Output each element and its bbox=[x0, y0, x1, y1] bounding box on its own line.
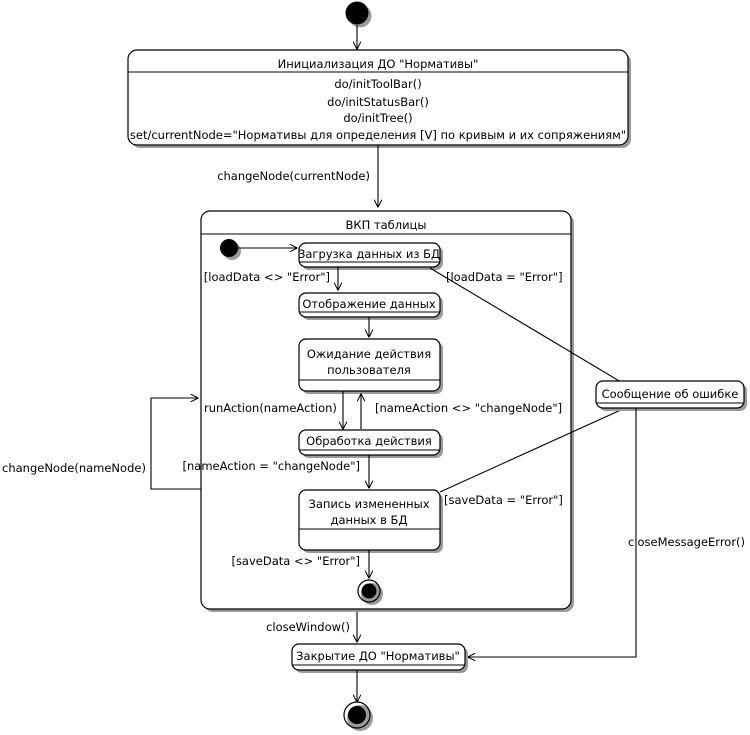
state-save-data-line1: Запись измененных bbox=[308, 497, 429, 511]
state-init-app-action-1: do/initStatusBar() bbox=[327, 95, 429, 109]
state-init-app-action-3: set/currentNode="Нормативы для определен… bbox=[130, 128, 626, 142]
state-error-message-title: Сообщение об ошибке bbox=[602, 387, 739, 401]
edge-save-to-error bbox=[439, 404, 634, 493]
edge-load-to-error bbox=[429, 267, 636, 391]
label-load-error: [loadData = "Error"] bbox=[446, 270, 563, 284]
state-close-app[interactable]: Закрытие ДО "Нормативы" bbox=[291, 643, 468, 673]
final-bottom-pseudostate bbox=[343, 701, 373, 731]
state-process-action-title: Обработка действия bbox=[306, 434, 432, 448]
label-name-action-other: [nameAction <> "changeNode"] bbox=[375, 401, 562, 415]
start-composite-pseudostate bbox=[220, 239, 241, 260]
edge-change-node-loop bbox=[150, 398, 201, 490]
label-save-ok: [saveData <> "Error"] bbox=[231, 554, 360, 568]
state-wait-user-action[interactable]: Ожидание действия пользователя bbox=[298, 338, 443, 394]
state-show-data-title: Отображение данных bbox=[302, 297, 436, 311]
edge-error-to-close bbox=[468, 408, 637, 657]
label-name-action-change: [nameAction = "changeNode"] bbox=[183, 459, 360, 473]
state-wait-user-line1: Ожидание действия bbox=[307, 347, 431, 361]
label-change-node-current: changeNode(currentNode) bbox=[217, 169, 370, 183]
state-save-data[interactable]: Запись измененных данных в БД bbox=[298, 489, 443, 553]
state-init-app-action-2: do/initTree() bbox=[343, 111, 412, 125]
state-init-app[interactable]: Инициализация ДО "Нормативы" do/initTool… bbox=[127, 49, 631, 148]
start-top-pseudostate bbox=[345, 1, 372, 28]
state-close-app-title: Закрытие ДО "Нормативы" bbox=[296, 649, 460, 663]
state-init-app-action-0: do/initToolBar() bbox=[334, 77, 421, 91]
state-composite-table[interactable]: ВКП таблицы bbox=[200, 210, 574, 612]
label-change-node-name: changeNode(nameNode) bbox=[2, 461, 146, 475]
state-show-data[interactable]: Отображение данных bbox=[298, 292, 443, 320]
final-composite-pseudostate bbox=[357, 579, 383, 605]
state-init-app-title: Инициализация ДО "Нормативы" bbox=[278, 57, 479, 71]
state-process-action[interactable]: Обработка действия bbox=[298, 429, 443, 458]
label-close-window: closeWindow() bbox=[266, 620, 350, 634]
state-load-data-title: Загрузка данных из БД bbox=[298, 247, 440, 261]
state-composite-title: ВКП таблицы bbox=[346, 218, 427, 232]
state-error-message[interactable]: Сообщение об ошибке bbox=[595, 380, 747, 411]
label-save-error: [saveData = "Error"] bbox=[444, 493, 563, 507]
state-save-data-line2: данных в БД bbox=[331, 513, 408, 527]
label-close-message-error: closeMessageError() bbox=[628, 535, 745, 549]
label-run-action: runAction(nameAction) bbox=[204, 401, 337, 415]
state-load-data[interactable]: Загрузка данных из БД bbox=[298, 242, 443, 270]
state-wait-user-line2: пользователя bbox=[327, 363, 411, 377]
label-load-ok: [loadData <> "Error"] bbox=[204, 270, 330, 284]
